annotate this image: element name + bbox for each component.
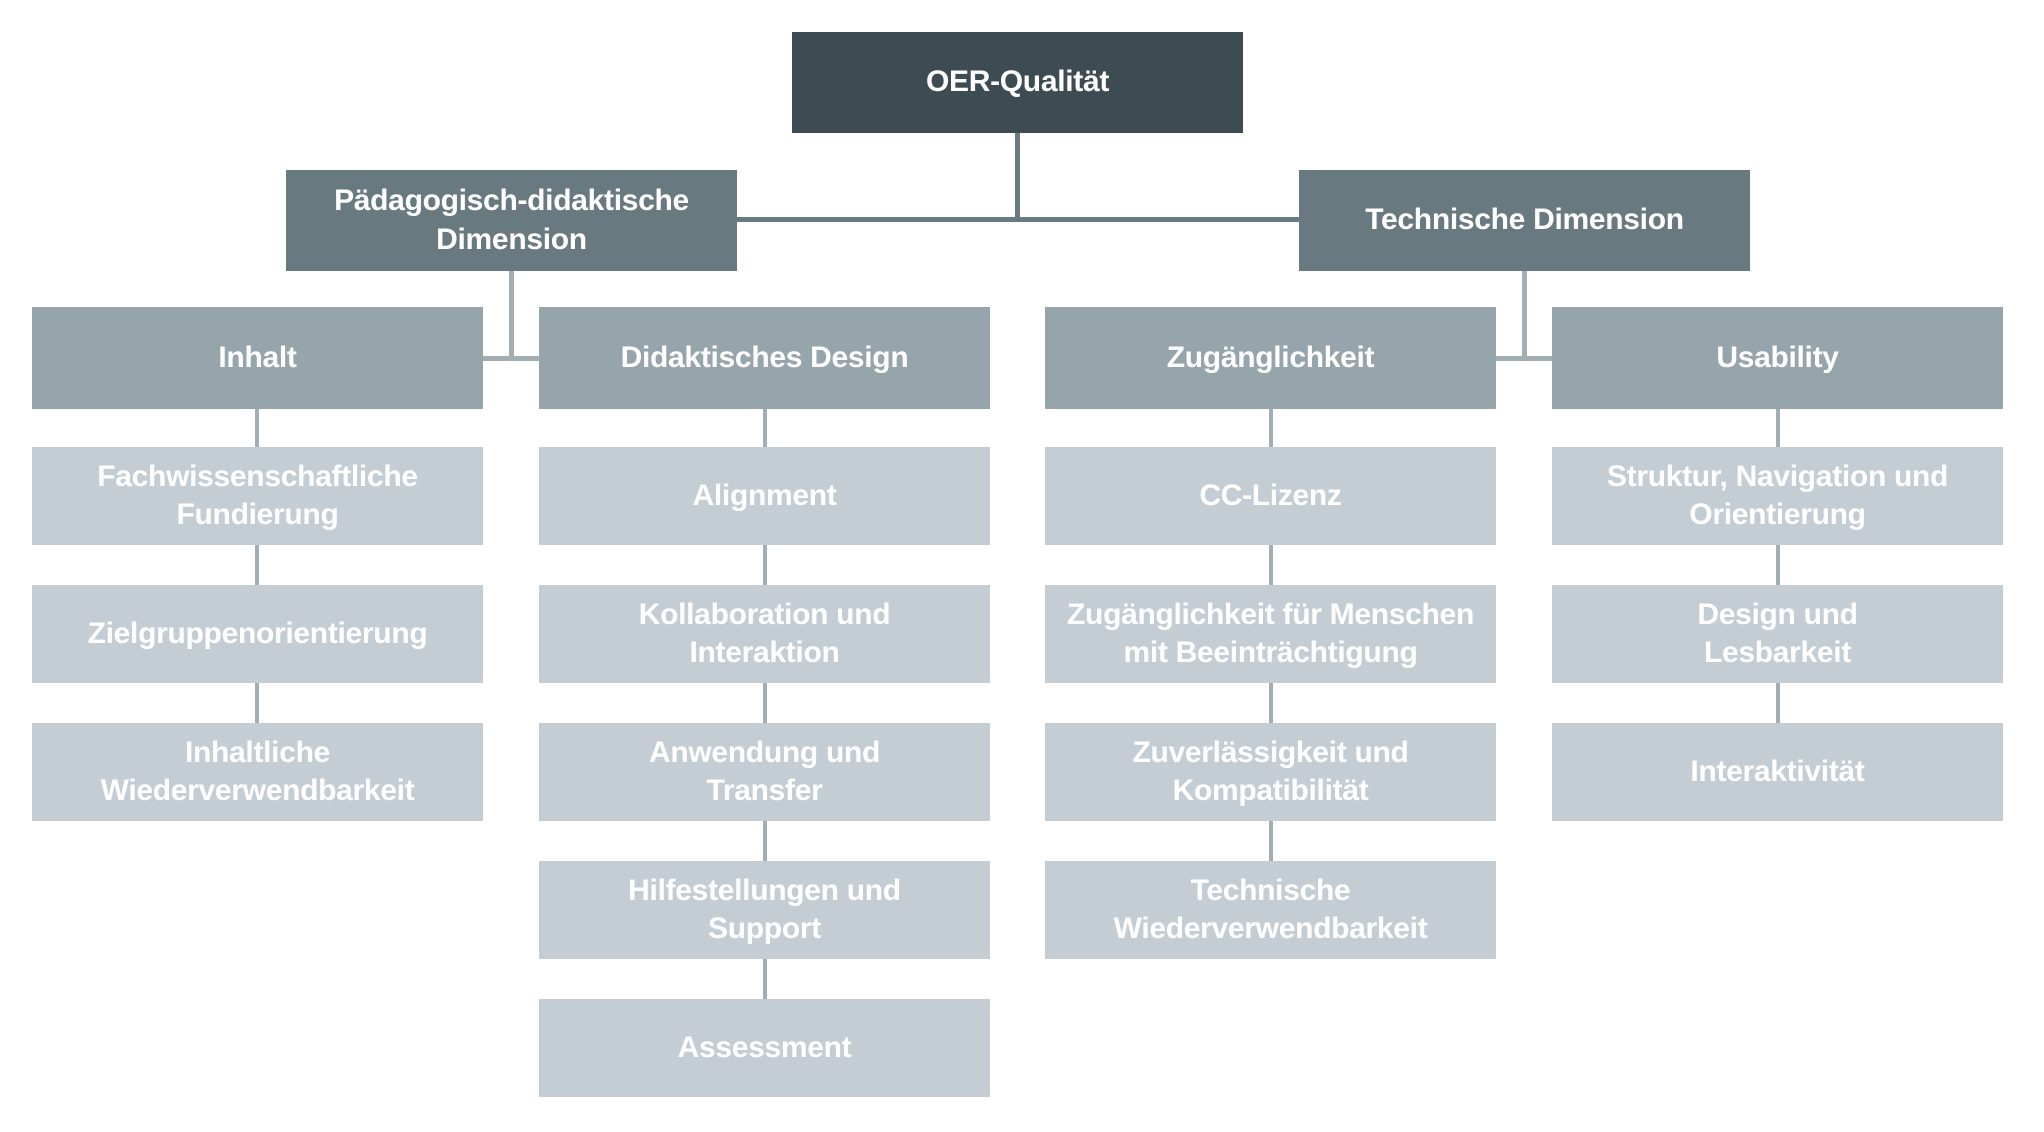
category-node-usability: Usability (1552, 307, 2003, 409)
item-node-zielgruppenorientierung: Zielgruppenorientierung (32, 585, 483, 683)
item-node-technische-wiederverwendbarkeit: Technische Wiederverwendbarkeit (1045, 861, 1496, 959)
root-node-oer-qualitaet: OER-Qualität (792, 32, 1243, 133)
item-node-struktur-navigation-orientierung: Struktur, Navigation und Orientierung (1552, 447, 2003, 545)
connector-column-inhalt (255, 409, 259, 723)
connector-technisch-vertical (1522, 271, 1527, 361)
item-node-interaktivitaet: Interaktivität (1552, 723, 2003, 821)
connector-column-didaktisches-design (763, 409, 767, 999)
category-node-zugaenglichkeit: Zugänglichkeit (1045, 307, 1496, 409)
item-node-assessment: Assessment (539, 999, 990, 1097)
dimension-node-paedagogisch-didaktisch: Pädagogisch-didaktische Dimension (286, 170, 737, 271)
category-node-didaktisches-design: Didaktisches Design (539, 307, 990, 409)
connector-stub-inhalt-didaktik (483, 356, 539, 361)
item-node-zugaenglichkeit-beeintraechtigung: Zugänglichkeit für Menschen mit Beeinträ… (1045, 585, 1496, 683)
item-node-cc-lizenz: CC-Lizenz (1045, 447, 1496, 545)
item-node-design-lesbarkeit: Design und Lesbarkeit (1552, 585, 2003, 683)
category-node-inhalt: Inhalt (32, 307, 483, 409)
dimension-node-technisch: Technische Dimension (1299, 170, 1750, 271)
connector-column-usability (1776, 409, 1780, 723)
connector-paedagogisch-vertical (509, 271, 514, 361)
item-node-inhaltliche-wiederverwendbarkeit: Inhaltliche Wiederverwendbarkeit (32, 723, 483, 821)
item-node-zuverlaessigkeit-kompatibilitaet: Zuverlässigkeit und Kompatibilität (1045, 723, 1496, 821)
connector-root-vertical (1015, 133, 1020, 221)
item-node-fachwissenschaftliche-fundierung: Fachwissenschaftliche Fundierung (32, 447, 483, 545)
item-node-hilfestellungen-support: Hilfestellungen und Support (539, 861, 990, 959)
connector-stub-zugaenglichkeit-usability (1496, 356, 1552, 361)
connector-dimensions-horizontal (737, 217, 1299, 222)
item-node-alignment: Alignment (539, 447, 990, 545)
item-node-anwendung-transfer: Anwendung und Transfer (539, 723, 990, 821)
item-node-kollaboration-interaktion: Kollaboration und Interaktion (539, 585, 990, 683)
